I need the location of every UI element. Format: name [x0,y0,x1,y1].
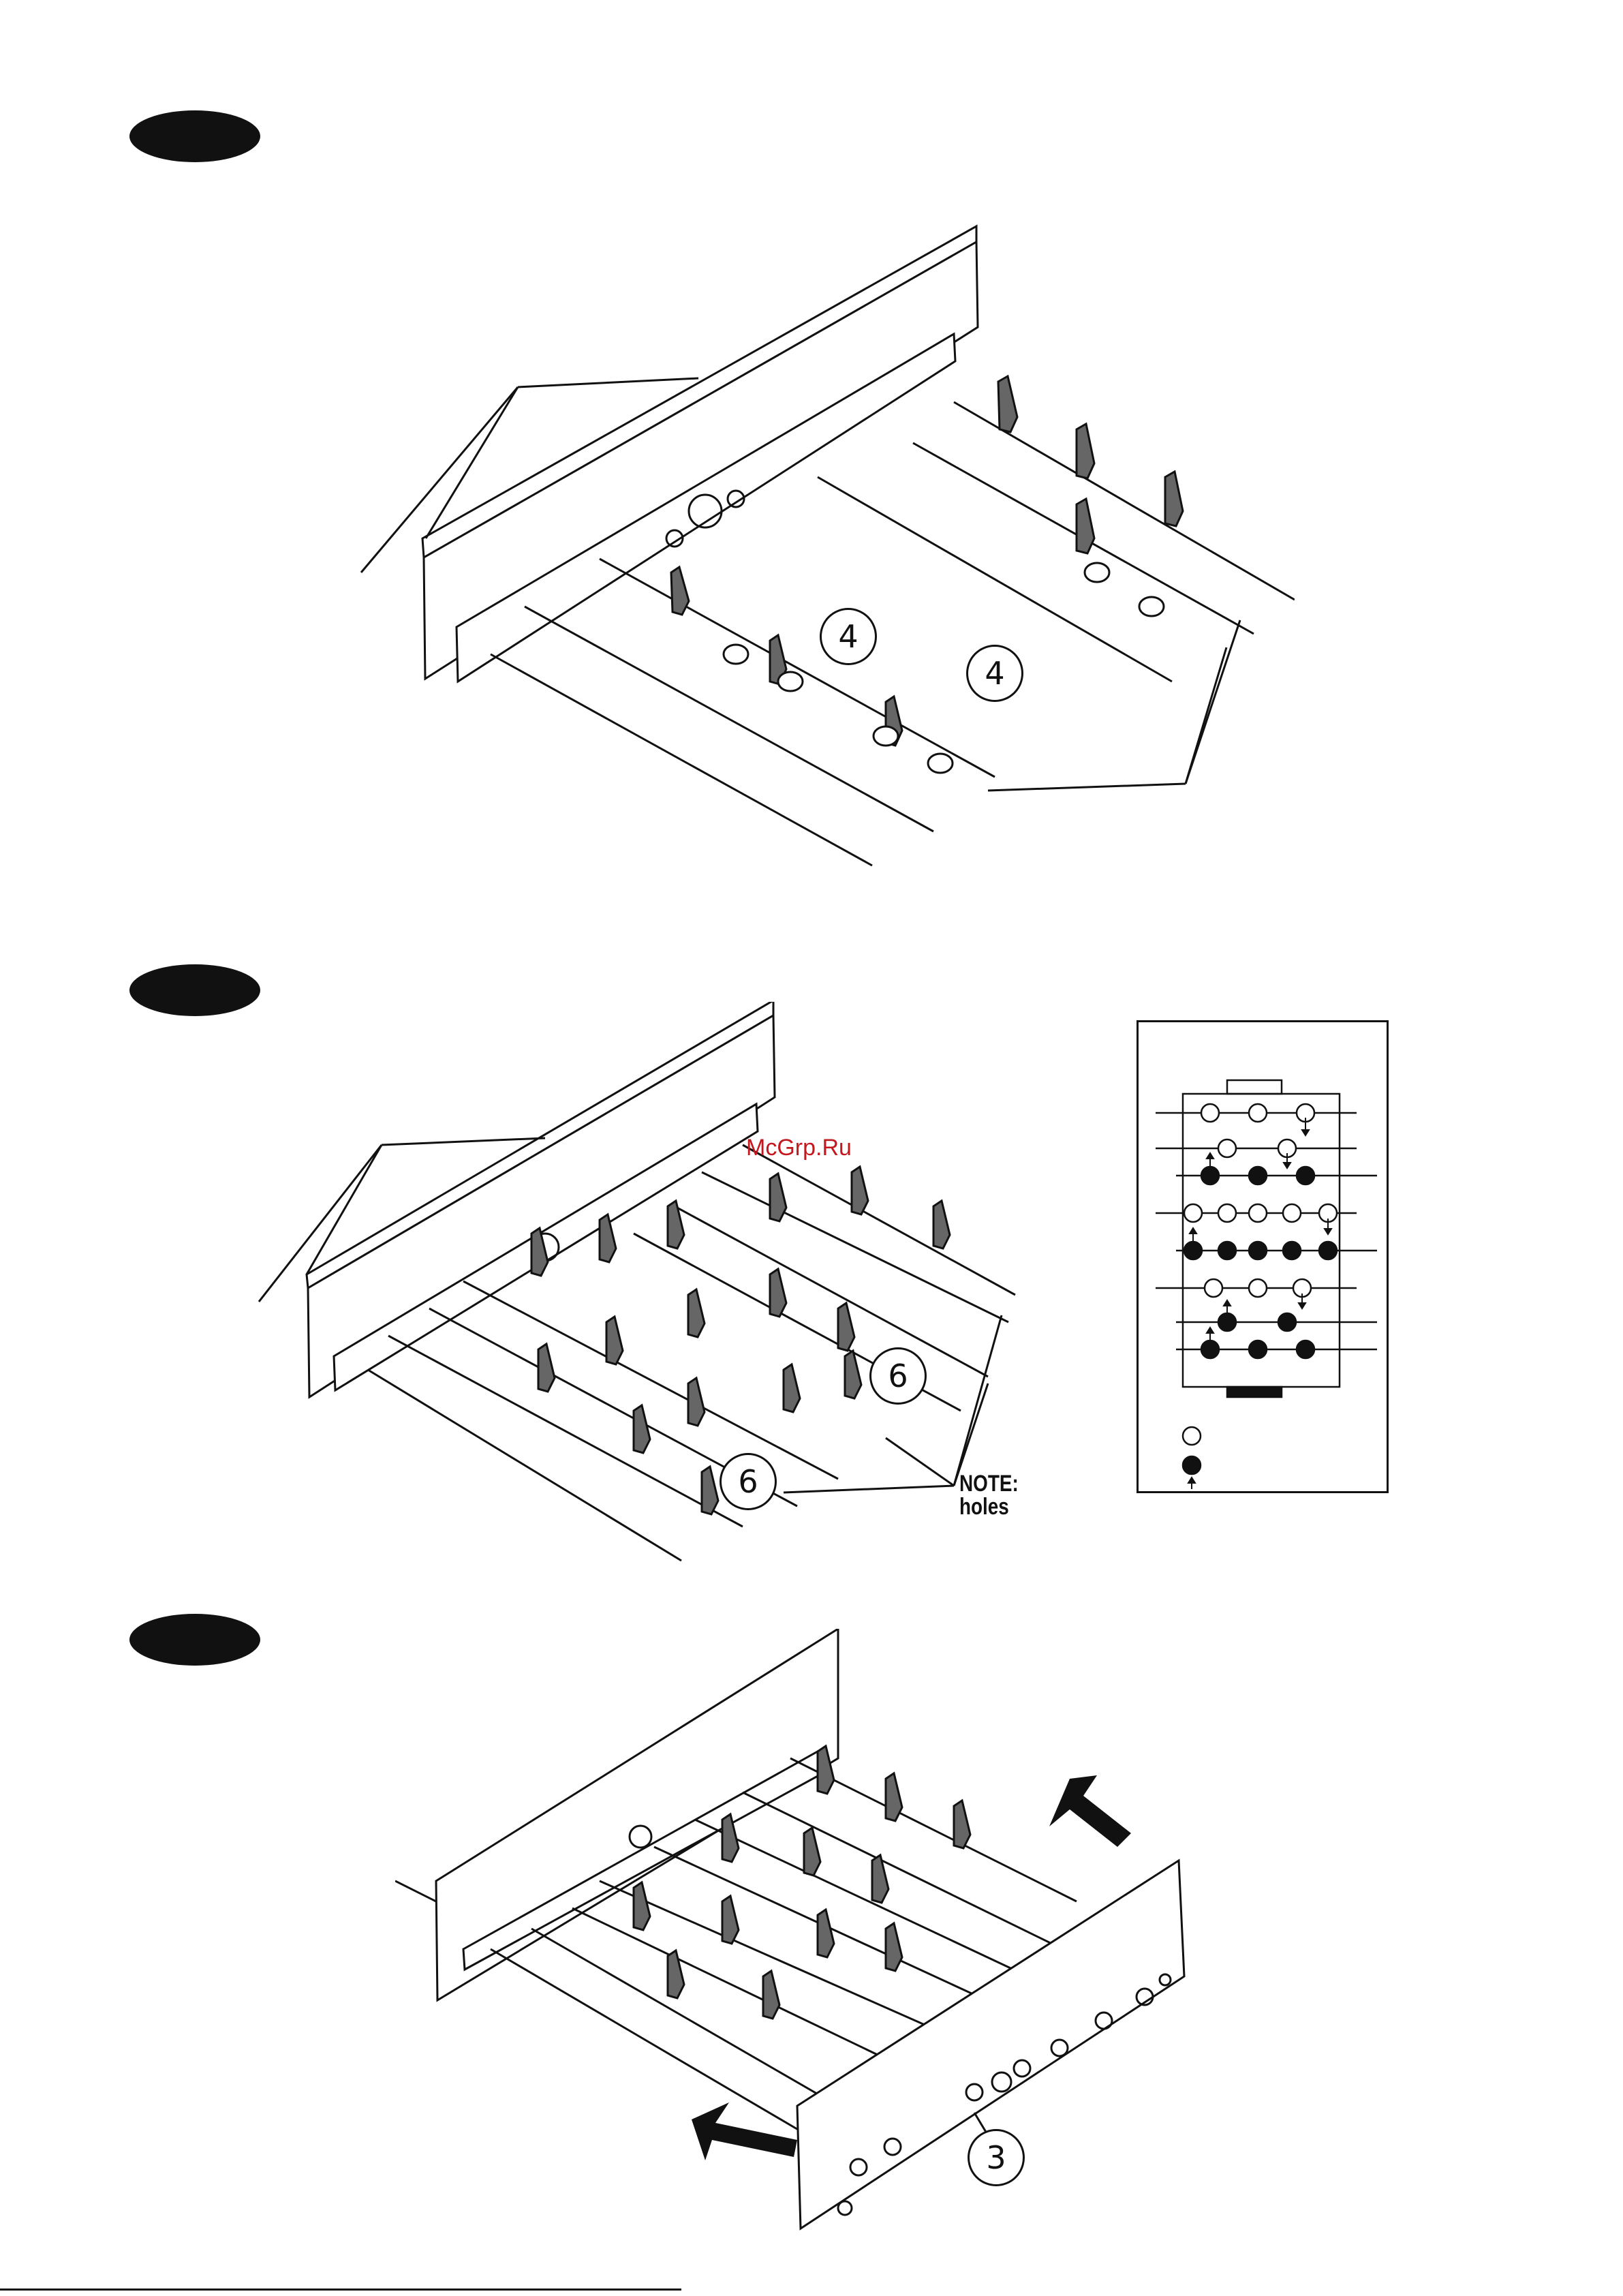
team-layout-diagram [1137,1020,1389,1493]
part-callout-3: 3 [968,2129,1025,2186]
step-marker-1 [129,110,260,162]
watermark: McGrp.Ru [746,1135,852,1161]
note-text: holes [959,1495,1019,1518]
step2-illustration [252,1002,1022,1567]
note-label: NOTE: [959,1472,1019,1495]
step-marker-3 [129,1614,260,1666]
footer-rule [0,2289,681,2291]
part-callout-6b: 6 [720,1453,777,1510]
step3-illustration [395,1629,1199,2256]
part-callout-6a: 6 [869,1347,927,1405]
part-callout-4a: 4 [820,608,877,665]
note-holes: NOTE: holes [959,1472,1019,1518]
part-callout-4b: 4 [966,645,1023,702]
step1-illustration [354,218,1295,893]
step-marker-2 [129,964,260,1016]
